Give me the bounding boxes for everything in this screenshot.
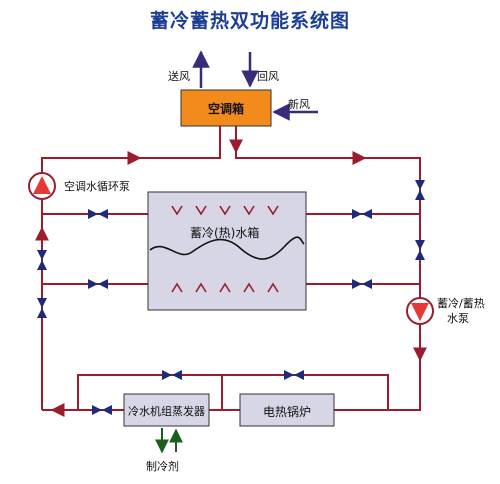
boiler-box xyxy=(239,393,335,427)
valves xyxy=(37,180,425,415)
diffuser-icon xyxy=(171,282,279,293)
ac-pump-label: 空调水循环泵 xyxy=(64,180,130,193)
valve-icon[interactable] xyxy=(92,405,112,415)
supply-air-label: 送风 xyxy=(168,70,190,83)
diffuser-icon xyxy=(171,205,279,216)
valve-icon[interactable] xyxy=(162,370,182,380)
valve-icon[interactable] xyxy=(88,279,108,289)
ac-circulation-pump[interactable] xyxy=(28,172,56,200)
air-flows xyxy=(192,50,318,121)
valve-icon[interactable] xyxy=(352,209,372,219)
valve-icon[interactable] xyxy=(352,279,372,289)
page-title: 蓄冷蓄热双功能系统图 xyxy=(149,10,350,32)
ahu-box xyxy=(180,89,272,127)
valve-icon[interactable] xyxy=(415,240,425,260)
boiler-label: 电热锅炉 xyxy=(262,405,311,419)
fresh-air-label: 新风 xyxy=(288,98,310,111)
ahu-label: 空调箱 xyxy=(207,102,244,116)
valve-icon[interactable] xyxy=(284,370,304,380)
valve-icon[interactable] xyxy=(37,298,47,318)
valve-icon[interactable] xyxy=(37,250,47,270)
flow-arrows xyxy=(35,139,427,417)
return-air-label: 回风 xyxy=(257,70,279,83)
storage-pump-label-line2: 水泵 xyxy=(447,312,469,325)
storage-tank-label: 蓄冷(热)水箱 xyxy=(190,226,260,240)
storage-pump-label-line1: 蓄冷/蓄热 xyxy=(437,297,485,310)
chiller-label: 冷水机组蒸发器 xyxy=(128,405,205,418)
chiller-evaporator-box xyxy=(123,393,210,427)
refrigerant-label: 制冷剂 xyxy=(146,460,179,473)
valve-icon[interactable] xyxy=(415,180,425,200)
valve-icon[interactable] xyxy=(88,209,108,219)
water-level-line xyxy=(149,236,305,260)
storage-pump[interactable] xyxy=(406,297,434,325)
